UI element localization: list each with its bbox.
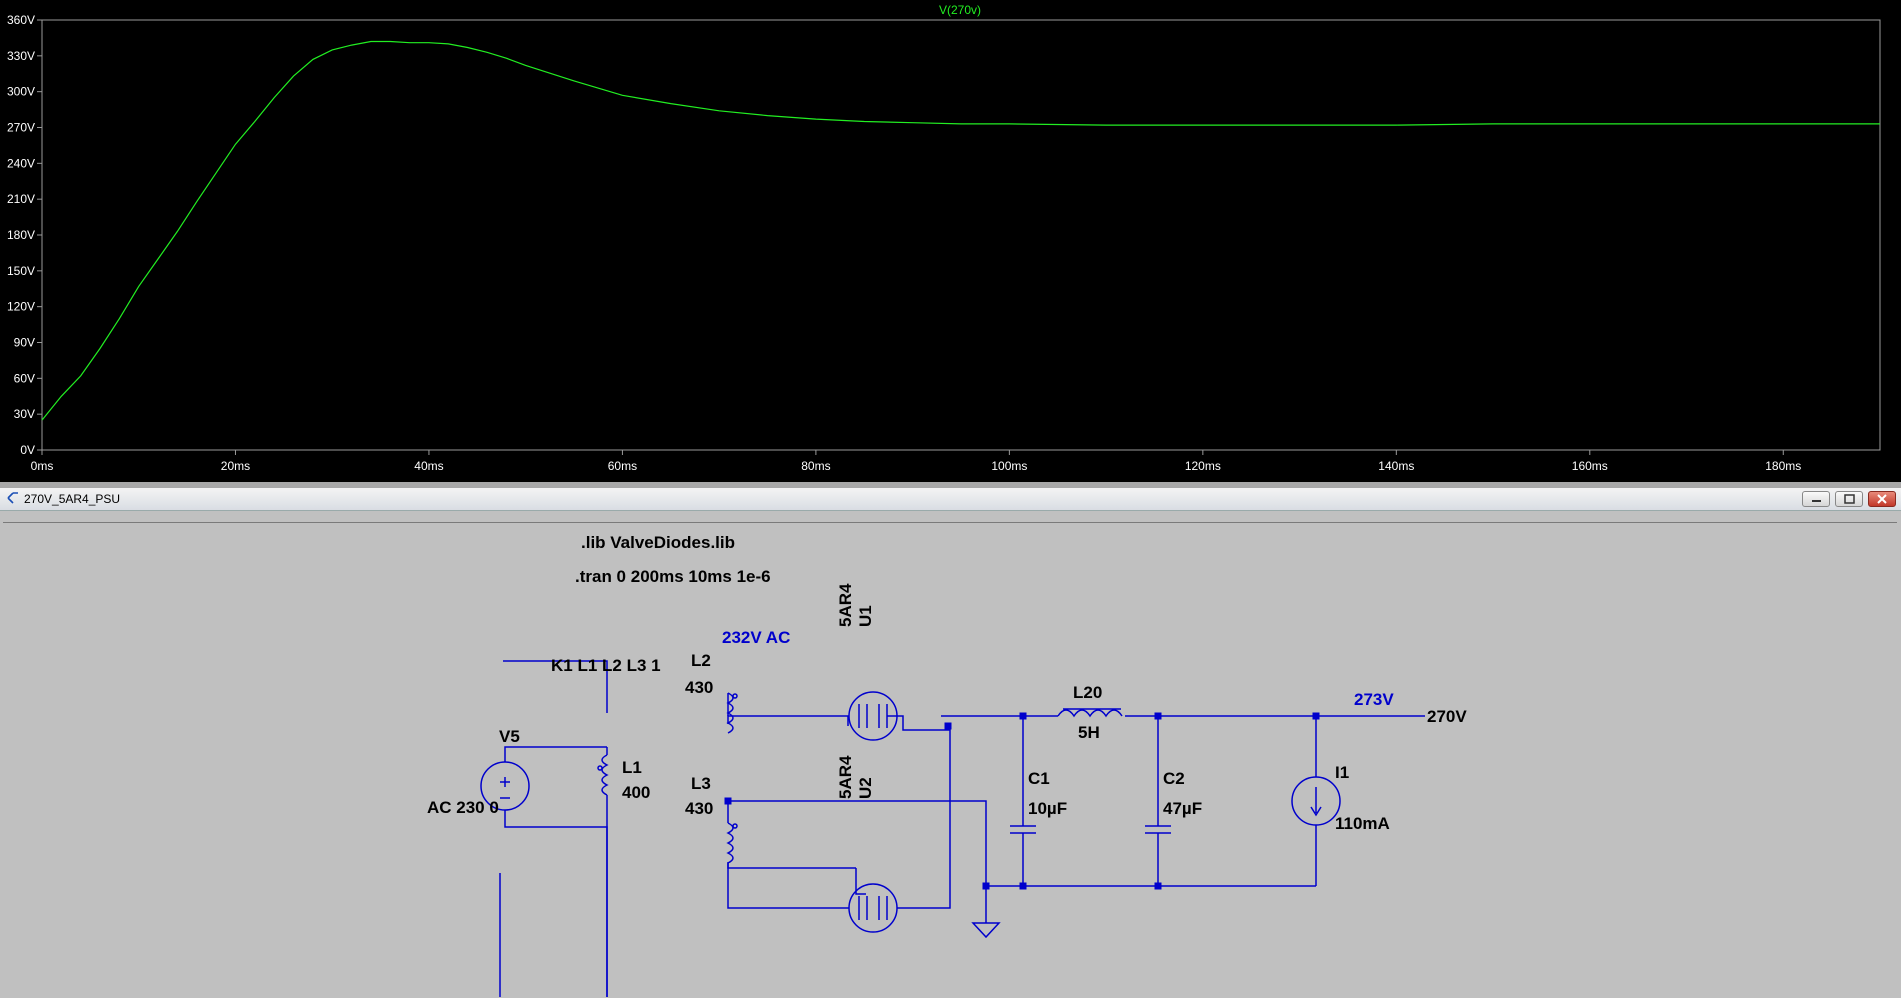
tran-directive[interactable]: .tran 0 200ms 10ms 1e-6 <box>575 567 771 586</box>
y-tick-label: 120V <box>7 300 35 314</box>
output-readout: 273V <box>1354 690 1394 709</box>
c2-name[interactable]: C2 <box>1163 769 1185 788</box>
l20-value[interactable]: 5H <box>1078 723 1100 742</box>
l2-inductor[interactable] <box>726 692 738 734</box>
l3-name[interactable]: L3 <box>691 774 711 793</box>
y-tick-label: 330V <box>7 49 35 63</box>
x-tick-label: 140ms <box>1378 459 1414 473</box>
c1-value[interactable]: 10µF <box>1028 799 1067 818</box>
u2-value[interactable]: 5AR4 <box>836 755 855 799</box>
y-tick-label: 0V <box>20 443 35 457</box>
minimize-button[interactable] <box>1802 491 1830 507</box>
minimize-icon <box>1812 500 1821 502</box>
schematic-window[interactable]: 270V_5AR4_PSU <box>0 488 1901 998</box>
l3-inductor[interactable] <box>726 804 738 868</box>
i1-value[interactable]: 110mA <box>1335 814 1390 833</box>
schematic-doc-icon <box>7 492 18 504</box>
x-tick-label: 80ms <box>801 459 830 473</box>
schematic-drawing[interactable]: .lib ValveDiodes.lib .tran 0 200ms 10ms … <box>3 523 1897 997</box>
x-tick-label: 180ms <box>1765 459 1801 473</box>
y-tick-label: 300V <box>7 85 35 99</box>
schematic-titlebar[interactable]: 270V_5AR4_PSU <box>0 488 1901 511</box>
waveform-plot[interactable]: V(270v) 0V 30V 60V 90V 120V 150V 180V 210V 240V 2… <box>0 0 1901 482</box>
y-tick-label: 60V <box>14 371 35 385</box>
x-tick-label: 120ms <box>1185 459 1221 473</box>
ground-symbols <box>971 922 1001 939</box>
c1-name[interactable]: C1 <box>1028 769 1050 788</box>
y-tick-label: 180V <box>7 228 35 242</box>
wires[interactable] <box>499 660 1425 997</box>
y-tick-label: 30V <box>14 407 35 421</box>
restore-icon <box>1844 494 1855 504</box>
l3-value[interactable]: 430 <box>685 799 713 818</box>
ac-readout: 232V AC <box>722 628 790 647</box>
maximize-button[interactable] <box>1835 491 1863 507</box>
y-tick-label: 150V <box>7 264 35 278</box>
u1-rectifier-valve[interactable] <box>848 691 950 741</box>
coupling-directive[interactable]: K1 L1 L2 L3 1 <box>551 656 661 675</box>
v5-voltage-source[interactable] <box>480 746 607 811</box>
waveform-plot-pane[interactable]: V(270v) 0V 30V 60V 90V 120V 150V 180V 210V 240V 2… <box>0 0 1901 482</box>
x-tick-label: 40ms <box>414 459 443 473</box>
i1-current-source[interactable] <box>1291 776 1341 826</box>
u2-name[interactable]: U2 <box>856 777 875 799</box>
l20-choke[interactable] <box>1057 708 1123 718</box>
x-tick-label: 100ms <box>991 459 1027 473</box>
i1-name[interactable]: I1 <box>1335 763 1349 782</box>
y-tick-label: 360V <box>7 13 35 27</box>
schematic-canvas[interactable]: .lib ValveDiodes.lib .tran 0 200ms 10ms … <box>3 522 1897 997</box>
x-tick-label: 0ms <box>31 459 54 473</box>
close-button[interactable] <box>1868 491 1896 507</box>
u2-rectifier-valve[interactable] <box>727 868 951 933</box>
lib-directive[interactable]: .lib ValveDiodes.lib <box>581 533 735 552</box>
output-net-label[interactable]: 270V <box>1427 707 1467 726</box>
v5-name[interactable]: V5 <box>499 727 520 746</box>
x-tick-label: 60ms <box>608 459 637 473</box>
y-tick-label: 90V <box>14 336 35 350</box>
l1-inductor[interactable] <box>597 747 609 997</box>
l20-name[interactable]: L20 <box>1073 683 1102 702</box>
x-tick-label: 20ms <box>221 459 250 473</box>
trace-title[interactable]: V(270v) <box>939 3 981 17</box>
junction-dots <box>724 712 1320 890</box>
c2-capacitor[interactable] <box>1145 825 1171 834</box>
pane-divider[interactable] <box>0 482 1901 488</box>
c1-capacitor[interactable] <box>1010 825 1036 834</box>
v5-value[interactable]: AC 230 0 <box>427 798 499 817</box>
close-icon <box>1877 494 1887 504</box>
trace-line-v270v[interactable] <box>41 40 1880 421</box>
y-tick-label: 210V <box>7 192 35 206</box>
l2-name[interactable]: L2 <box>691 651 711 670</box>
c2-value[interactable]: 47µF <box>1163 799 1202 818</box>
y-tick-label: 270V <box>7 121 35 135</box>
u1-value[interactable]: 5AR4 <box>836 583 855 627</box>
l2-value[interactable]: 430 <box>685 678 713 697</box>
x-tick-label: 160ms <box>1572 459 1608 473</box>
l1-name[interactable]: L1 <box>622 758 642 777</box>
plot-frame <box>41 19 1881 451</box>
l1-value[interactable]: 400 <box>622 783 650 802</box>
u1-name[interactable]: U1 <box>856 605 875 627</box>
y-tick-label: 240V <box>7 156 35 170</box>
window-title: 270V_5AR4_PSU <box>24 492 121 506</box>
